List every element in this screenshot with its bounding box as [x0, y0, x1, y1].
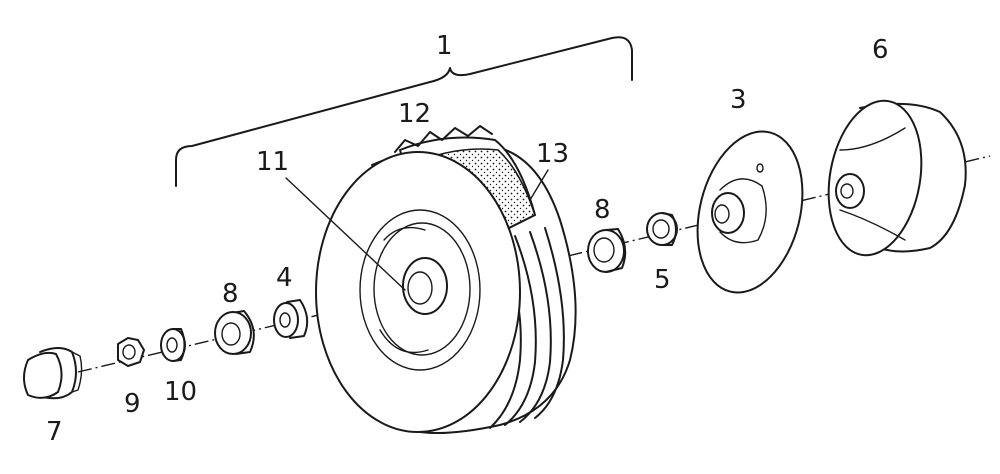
tire-assembly	[315, 125, 577, 435]
label-7: 7	[46, 417, 63, 447]
assembly-bracket	[175, 36, 633, 187]
label-12: 12	[398, 99, 431, 129]
label-8-left: 8	[222, 279, 239, 309]
bearing-left	[214, 310, 255, 355]
cover-cup-6	[827, 99, 967, 257]
label-11: 11	[256, 147, 289, 177]
label-9: 9	[124, 389, 141, 419]
nut-9	[117, 337, 145, 367]
leader-11	[285, 177, 406, 291]
label-5: 5	[654, 265, 671, 295]
spacer-4	[273, 299, 309, 339]
hub-disc-3	[696, 130, 804, 294]
label-3: 3	[730, 85, 747, 115]
label-10: 10	[164, 377, 197, 407]
label-1: 1	[436, 31, 453, 61]
label-6: 6	[872, 35, 889, 65]
washer-5	[646, 212, 678, 246]
cap-7	[23, 347, 83, 400]
label-4: 4	[276, 263, 293, 293]
label-8-right: 8	[594, 195, 611, 225]
label-13: 13	[536, 139, 569, 169]
bearing-right	[587, 228, 627, 273]
washer-10	[160, 328, 186, 362]
leader-13	[529, 169, 549, 201]
